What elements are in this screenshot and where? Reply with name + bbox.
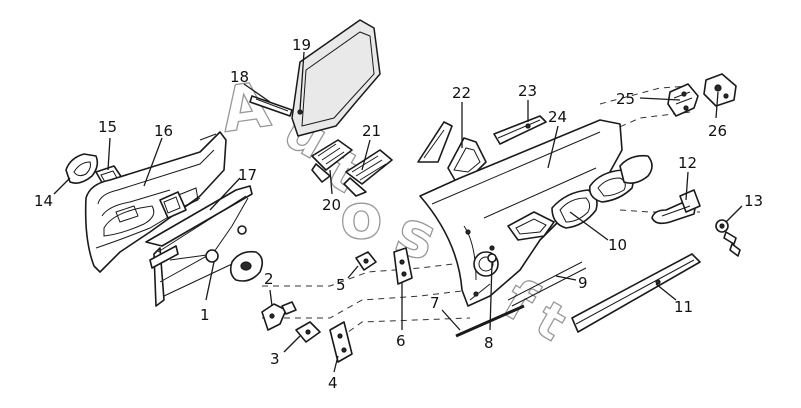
callout-14: 14	[34, 192, 53, 210]
part-10-inner-handle	[507, 154, 653, 241]
part-26-striker	[703, 73, 737, 107]
callout-11: 11	[674, 298, 693, 316]
part-8-plug	[487, 253, 497, 263]
part-19-door-glass	[291, 19, 381, 137]
part-12-outer-handle	[651, 189, 701, 225]
part-21-slide-block	[343, 149, 393, 197]
callout-23: 23	[518, 82, 537, 100]
part-2-check-strap	[261, 301, 297, 331]
part-20-slide-block	[311, 139, 353, 183]
callout-6: 6	[396, 332, 406, 350]
callout-7: 7	[430, 294, 440, 312]
part-11-side-strip	[571, 253, 701, 333]
callout-10: 10	[608, 236, 627, 254]
trim-bracket	[159, 191, 187, 219]
callout-16: 16	[154, 122, 173, 140]
callout-22: 22	[452, 84, 471, 102]
callout-17: 17	[238, 166, 257, 184]
part-18-window-strip	[249, 95, 293, 117]
callout-4: 4	[328, 374, 338, 392]
callout-5: 5	[336, 276, 346, 294]
part-4-lower-hinge	[329, 321, 353, 363]
callout-13: 13	[744, 192, 763, 210]
callout-1: 1	[200, 306, 210, 324]
leader-lines	[53, 51, 743, 373]
part-6-lock-bracket	[393, 247, 413, 285]
callout-labels: 1 2 3 4 5 6 7 8 9 10 11 12 13 14 15 16 1…	[34, 36, 763, 392]
callout-24: 24	[548, 108, 567, 126]
callout-8: 8	[484, 334, 494, 352]
part-17-window-regulator	[145, 185, 253, 307]
part-16-door-trim-panel	[84, 131, 227, 273]
part-9-seal-strip	[507, 261, 587, 307]
callout-9: 9	[578, 274, 588, 292]
part-25-hinge	[667, 83, 699, 117]
part-14-escutcheon	[65, 153, 99, 184]
callout-26: 26	[708, 122, 727, 140]
callout-15: 15	[98, 118, 117, 136]
callout-18: 18	[230, 68, 249, 86]
callout-21: 21	[362, 122, 381, 140]
part-23-outer-strip	[493, 115, 547, 145]
part-13-lock-cylinder	[715, 219, 741, 257]
callout-25: 25	[616, 90, 635, 108]
assembly-lines	[262, 85, 700, 339]
callout-20: 20	[322, 196, 341, 214]
callout-19: 19	[292, 36, 311, 54]
part-3-hinge-clip	[295, 321, 321, 343]
part-5-clip	[355, 251, 377, 271]
callout-3: 3	[270, 350, 280, 368]
callout-12: 12	[678, 154, 697, 172]
regulator-motor	[229, 250, 264, 282]
callout-2: 2	[264, 270, 274, 288]
